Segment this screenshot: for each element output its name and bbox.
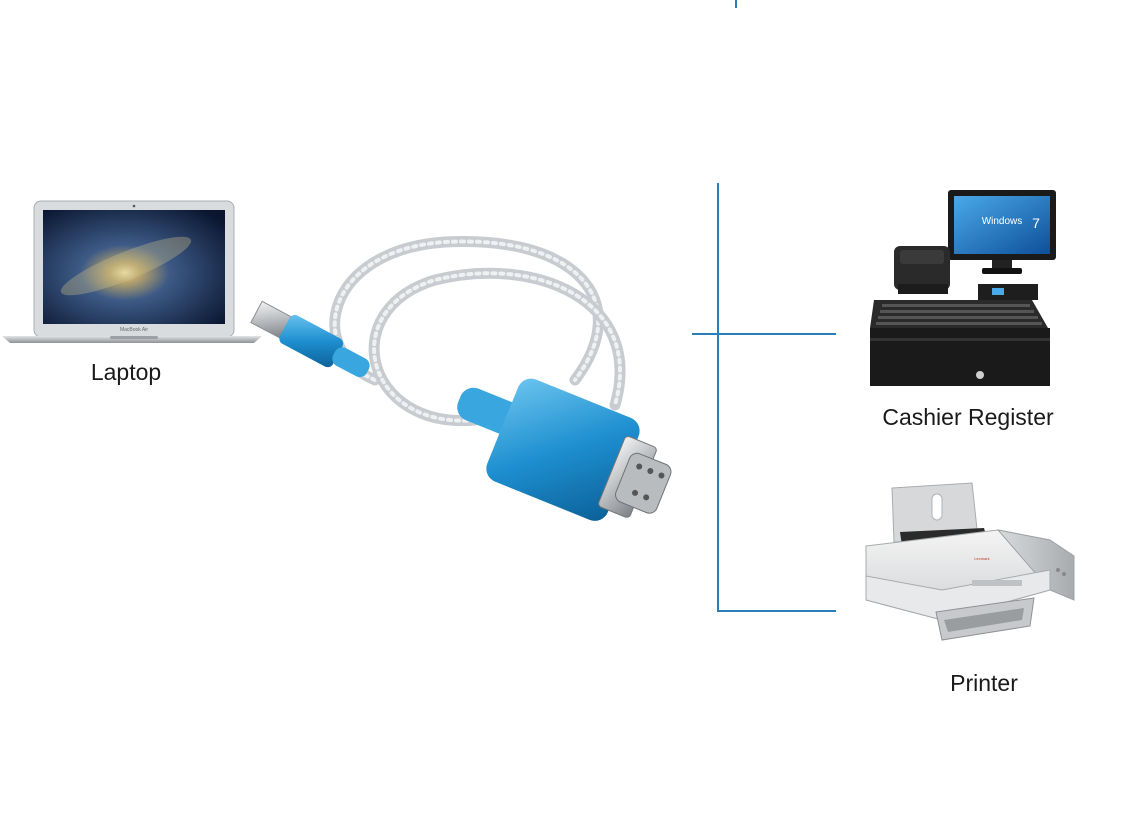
printer-brand: Lexmark [974,556,989,561]
svg-text:MacBook Air: MacBook Air [120,327,148,333]
usb-to-serial-cable-icon [250,235,672,521]
printer-label: Printer [950,670,1018,696]
register-screen-version: 7 [1032,215,1040,231]
cash-register-icon: Windows 7 [870,190,1056,386]
laptop-label: Laptop [90,359,162,385]
laptop-icon: MacBook Air [2,200,262,343]
printer-icon: Lexmark [865,482,1075,641]
register-screen-text: Windows [982,216,1023,227]
cashier-register-label: Cashier Register [882,404,1054,430]
